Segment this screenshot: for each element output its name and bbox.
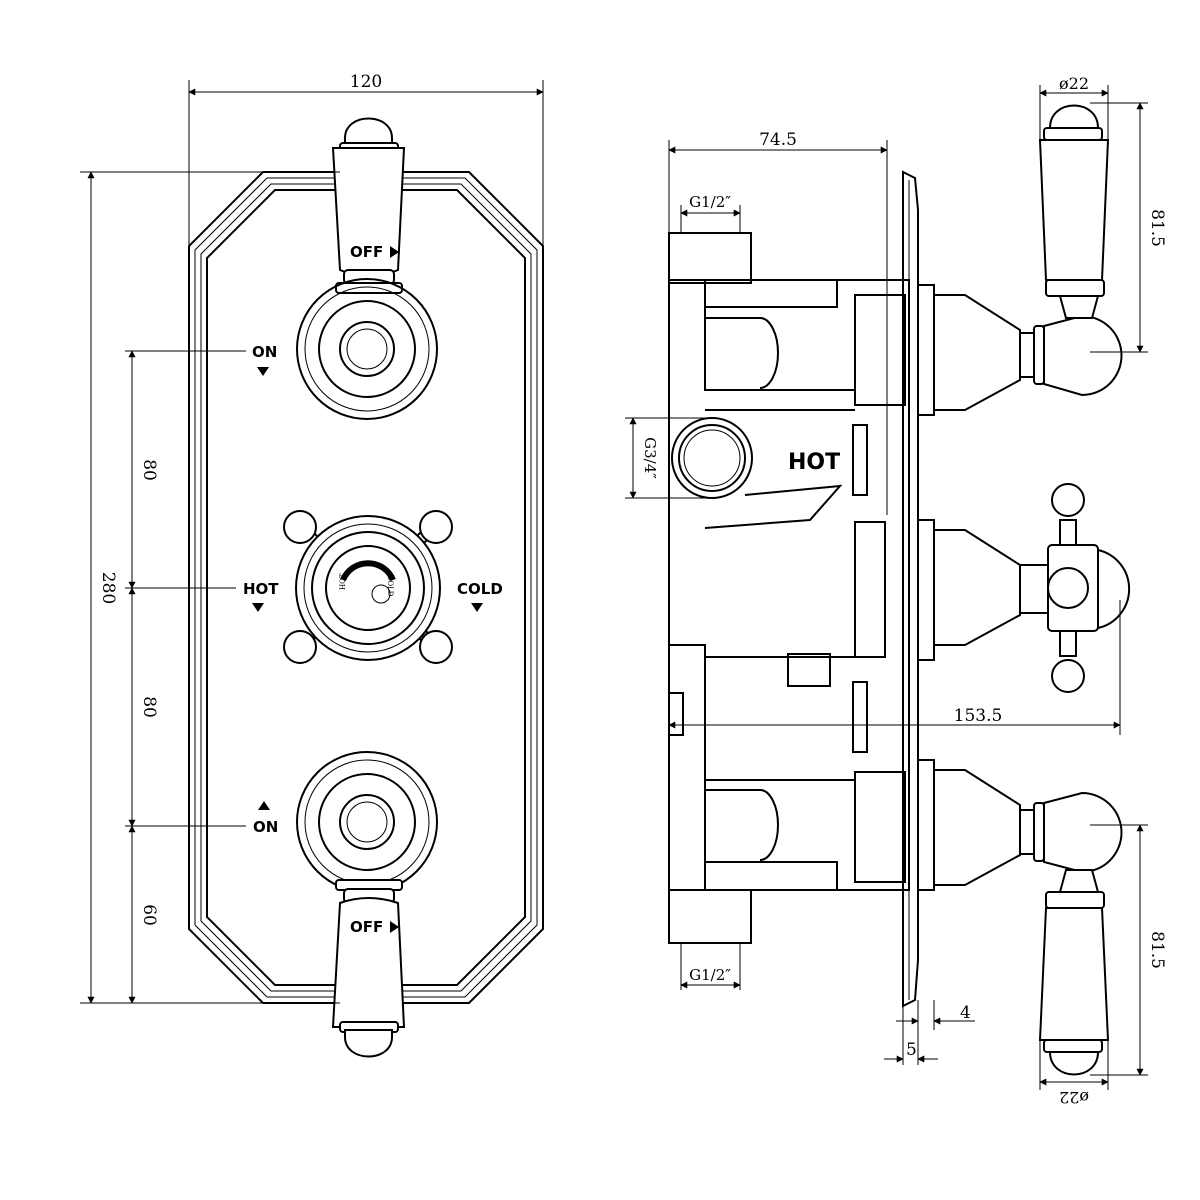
upper-spacing-dimension: 80 [139,459,159,481]
plate-offset-dimension: 5 [906,1040,917,1060]
total-depth-dimension: 153.5 [954,706,1003,726]
plate-thickness-dimension: 4 [960,1003,971,1023]
top-off-label: OFF [350,243,383,261]
hot-label: HOT [243,580,279,598]
top-off-arrow-icon [390,246,399,258]
hot-arrow-icon [252,603,264,612]
bottom-handle-diameter-dimension: ø22 [1059,1088,1089,1107]
dial-cold-label: COLD [386,575,394,597]
front-dimensions: 120 280 80 80 60 [80,72,544,1004]
width-dimension: 120 [350,72,382,92]
top-diverter-valve [296,278,438,420]
faceplate [188,171,544,1004]
side-dimensions: 74.5 G1/2″ G3/4″ 153.5 G1/2″ [625,74,1167,1107]
hot-inlet-dimension: G3/4″ [641,437,659,479]
bottom-offset-dimension: 60 [139,904,159,926]
lower-spacing-dimension: 80 [139,696,159,718]
side-hot-label: HOT [788,450,840,475]
handle-shrouds [917,284,1021,891]
body-depth-dimension: 74.5 [759,130,797,150]
height-dimension: 280 [98,572,118,604]
bottom-handle-length-dimension: 81.5 [1147,931,1167,969]
bottom-off-label: OFF [350,918,383,936]
side-cross-handle [1019,483,1131,693]
bottom-on-arrow-icon [258,801,270,810]
top-on-arrow-icon [257,367,269,376]
cold-arrow-icon [471,603,483,612]
bottom-off-arrow-icon [390,921,399,933]
side-top-lever [1019,104,1123,397]
side-view: HOT [625,74,1167,1107]
dial-hot-label: HOT [339,573,347,590]
top-handle-diameter-dimension: ø22 [1059,74,1089,93]
bottom-lever-handle [331,879,406,1058]
front-view: HOT COLD OFF ON HOT COLD [80,72,544,1058]
bottom-diverter-valve [296,751,438,893]
thermostatic-cross-handle: HOT COLD [283,510,453,664]
bottom-on-label: ON [253,818,278,836]
front-labels: OFF ON HOT COLD ON OFF [243,243,503,936]
top-inlet-dimension: G1/2″ [689,193,731,211]
top-on-label: ON [252,343,277,361]
cold-label: COLD [457,580,503,598]
top-handle-length-dimension: 81.5 [1147,209,1167,247]
top-lever-handle [331,117,406,294]
bottom-inlet-dimension: G1/2″ [689,966,731,984]
side-bottom-lever [1019,791,1123,1076]
valve-body: HOT [668,232,910,944]
